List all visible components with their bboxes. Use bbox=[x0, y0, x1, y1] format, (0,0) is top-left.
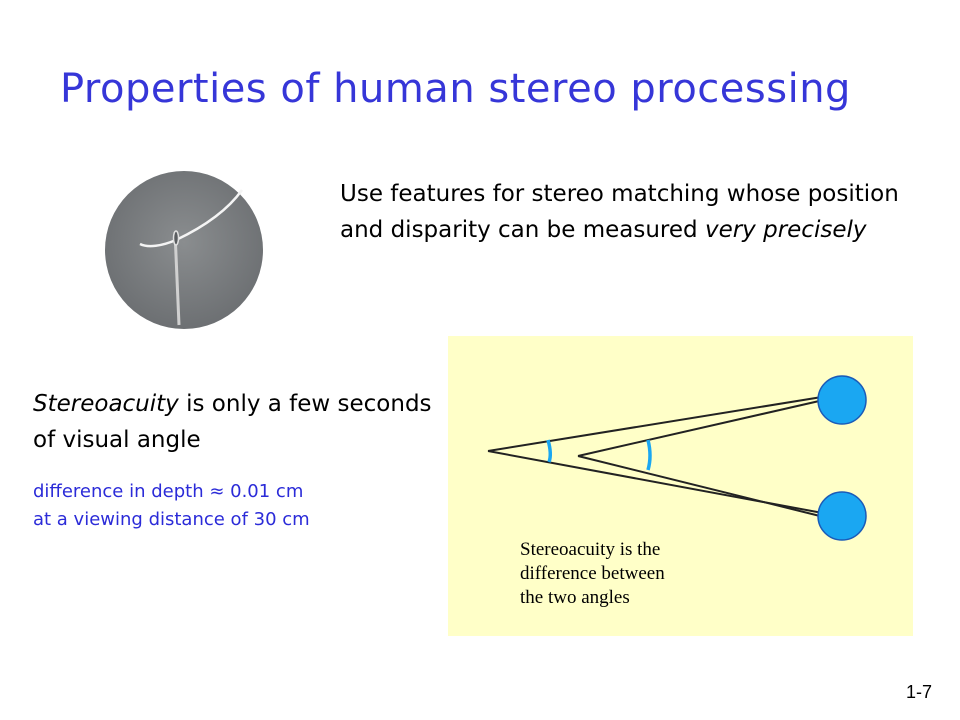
bullet-features: Use features for stereo matching whose p… bbox=[340, 176, 900, 248]
diagram-caption-line-1: Stereoacuity is the bbox=[520, 539, 661, 560]
bullet-features-emphasis: very precisely bbox=[704, 217, 867, 243]
depth-note: difference in depth ≈ 0.01 cm at a viewi… bbox=[33, 478, 453, 534]
diagram-drawing bbox=[487, 375, 867, 541]
inner-angle-arc bbox=[646, 439, 652, 471]
diagram-caption: Stereoacuity is the difference between t… bbox=[520, 538, 720, 610]
bullet-stereoacuity: Stereoacuity is only a few seconds of vi… bbox=[33, 386, 453, 458]
outer-angle-arc bbox=[546, 439, 553, 463]
stereoacuity-term: Stereoacuity bbox=[33, 391, 179, 417]
eye-bottom bbox=[817, 491, 867, 541]
slide-title: Properties of human stereo processing bbox=[60, 66, 851, 112]
diagram-caption-line-2: difference between bbox=[520, 563, 665, 584]
diagram-caption-line-3: the two angles bbox=[520, 587, 630, 608]
page-number: 1-7 bbox=[905, 682, 932, 702]
stereoacuity-diagram: Stereoacuity is the difference between t… bbox=[448, 336, 913, 636]
bullet-features-text: Use features for stereo matching whose p… bbox=[340, 181, 899, 243]
depth-note-line-2: at a viewing distance of 30 cm bbox=[33, 509, 310, 530]
depth-note-line-1: difference in depth ≈ 0.01 cm bbox=[33, 481, 304, 502]
eye-top bbox=[817, 375, 867, 425]
stereoacuity-text: is only a few seconds of visual angle bbox=[33, 391, 432, 453]
needle-photo bbox=[105, 171, 263, 329]
